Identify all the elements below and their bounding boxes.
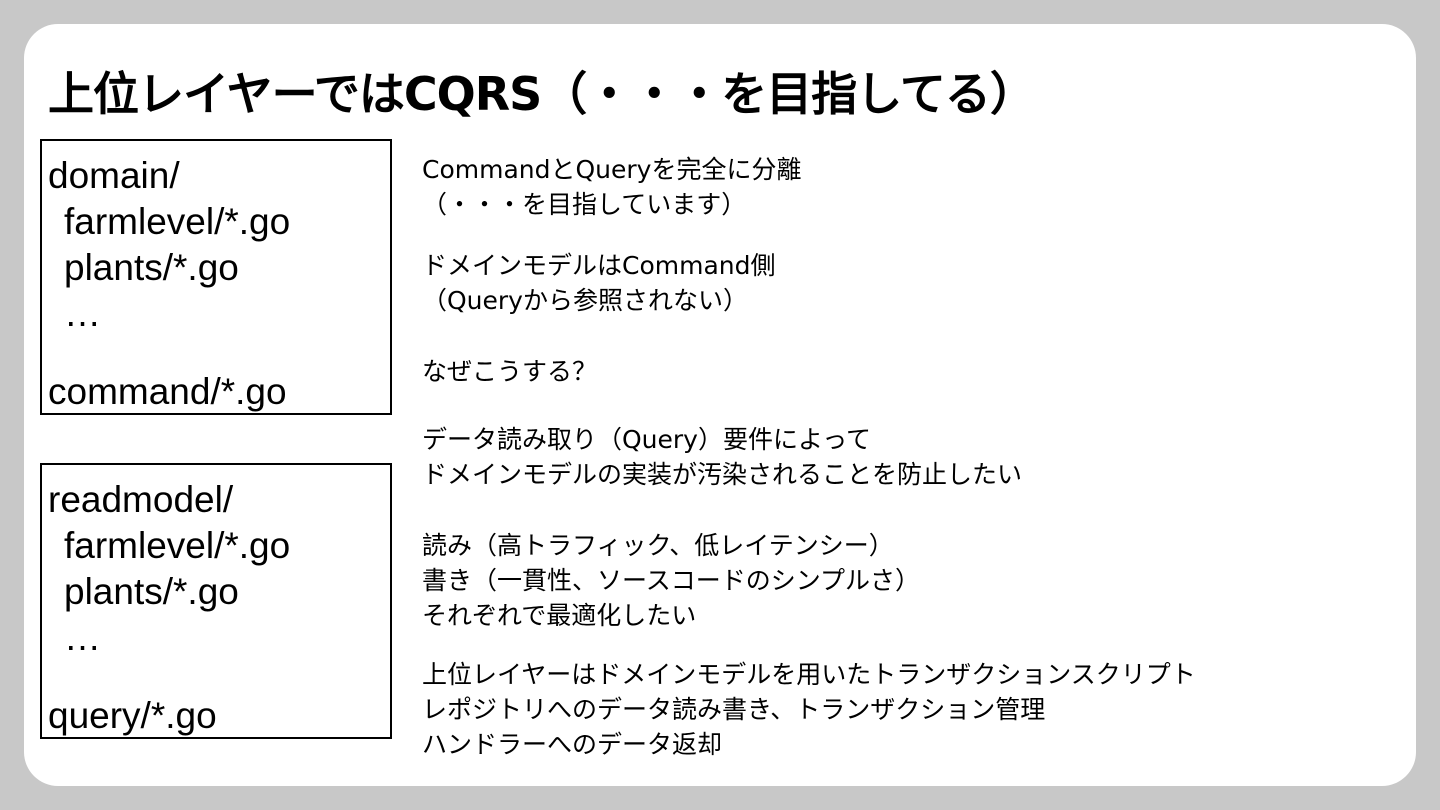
note-paragraph: データ読み取り（Query）要件によって ドメインモデルの実装が汚染されることを…	[422, 422, 1022, 492]
dir-line: plants/*.go	[64, 247, 239, 288]
note-line: ハンドラーへのデータ返却	[422, 730, 723, 759]
note-line: 読み（高トラフィック、低レイテンシー）	[422, 531, 894, 560]
note-line: データ読み取り（Query）要件によって	[422, 425, 871, 454]
note-line: CommandとQueryを完全に分離	[422, 155, 802, 184]
note-line: 書き（一貫性、ソースコードのシンプルさ）	[422, 566, 921, 595]
note-paragraph: 読み（高トラフィック、低レイテンシー） 書き（一貫性、ソースコードのシンプルさ）…	[422, 528, 920, 633]
ellipsis: …	[64, 617, 101, 658]
dir-line: farmlevel/*.go	[64, 201, 291, 242]
slide-title: 上位レイヤーではCQRS（・・・を目指してる）	[48, 67, 1036, 121]
dir-line: farmlevel/*.go	[64, 525, 291, 566]
note-paragraph: 上位レイヤーはドメインモデルを用いたトランザクションスクリプト レポジトリへのデ…	[422, 657, 1196, 762]
note-line: （・・・を目指しています）	[422, 190, 747, 219]
note-paragraph: ドメインモデルはCommand側 （Queryから参照されない）	[422, 248, 776, 318]
slide: 上位レイヤーではCQRS（・・・を目指してる） domain/ farmleve…	[24, 24, 1416, 786]
note-line: （Queryから参照されない）	[422, 286, 748, 315]
ellipsis: …	[64, 293, 101, 334]
dir-line: query/*.go	[48, 695, 217, 736]
note-line: レポジトリへのデータ読み書き、トランザクション管理	[422, 695, 1046, 724]
note-line: ドメインモデルの実装が汚染されることを防止したい	[422, 460, 1023, 489]
dir-line: plants/*.go	[64, 571, 239, 612]
query-side-box: readmodel/ farmlevel/*.go plants/*.go … …	[40, 463, 392, 739]
note-line: ドメインモデルはCommand側	[422, 251, 776, 280]
command-side-box: domain/ farmlevel/*.go plants/*.go … com…	[40, 139, 392, 415]
dir-line: command/*.go	[48, 371, 287, 412]
note-line: それぞれで最適化したい	[422, 601, 697, 630]
note-paragraph: なぜこうする？	[422, 354, 597, 389]
dir-line: readmodel/	[48, 479, 234, 520]
note-paragraph: CommandとQueryを完全に分離 （・・・を目指しています）	[422, 152, 801, 222]
note-line: 上位レイヤーはドメインモデルを用いたトランザクションスクリプト	[422, 660, 1196, 689]
dir-line: domain/	[48, 155, 180, 196]
note-line: なぜこうする？	[422, 357, 598, 386]
